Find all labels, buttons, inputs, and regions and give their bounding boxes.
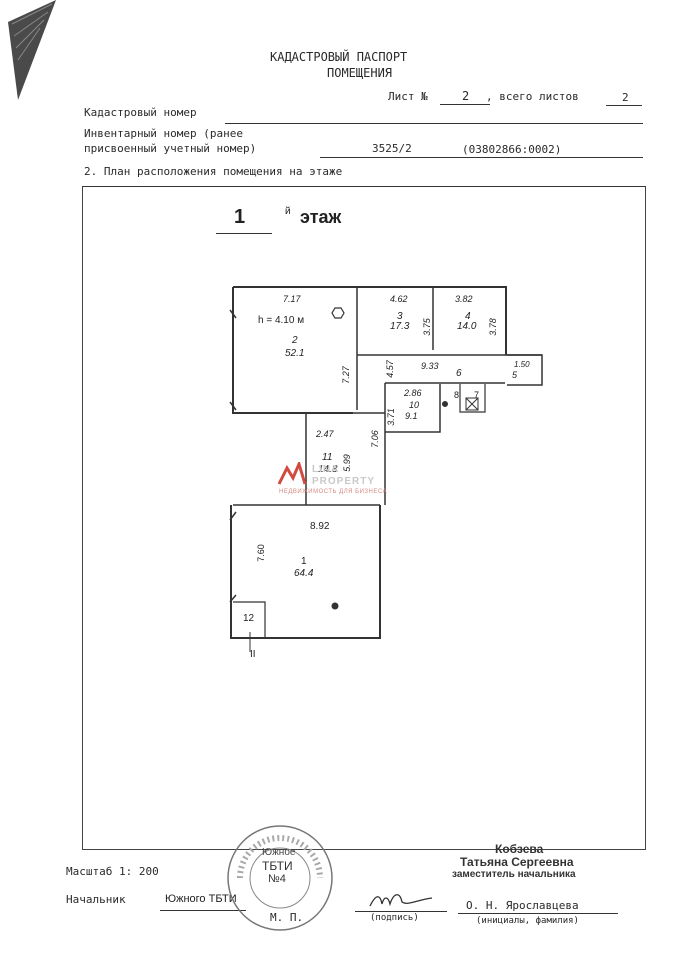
floor-word: этаж [300,207,342,227]
outer-wall [230,505,381,639]
dimension-label: 3.78 [487,318,498,336]
room-area: 9.1 [405,411,418,421]
dimension-label: 2.86 [404,388,422,398]
organization-line [160,910,246,911]
stamp-text-1: Южное [262,847,296,858]
floor-suffix: й [285,206,291,217]
chief-label: Начальник [66,893,126,906]
floor-number: 1 [234,206,246,228]
room-number: 11 [322,452,333,463]
wall-room12 [233,601,266,638]
inventory-code: (03802866:0002) [462,143,562,156]
height-note: h = 4.10 м [258,315,305,326]
sheet-total: 2 [622,91,629,104]
room-number: 10 [409,400,420,410]
organization-name: Южного ТБТИ [165,893,237,905]
chief-name-line [458,913,618,914]
mp-label: М. П. [270,911,304,924]
window-mark [229,309,237,603]
stamp-text-2: ТБТИ [262,859,293,873]
signer-position: заместитель начальника [452,869,576,880]
dimension-label: 3.75 [421,318,432,336]
dimension-label: 4.57 [384,360,395,378]
watermark-brand: LINA PROPERTY [312,464,376,487]
wall-room10 [385,384,441,433]
inventory-value: 3525/2 [372,142,412,155]
room-area: 14.8 [318,464,338,475]
sheet-number-underline [440,104,490,105]
document-subtitle: ПОМЕЩЕНИЯ [327,66,393,80]
room-area: 17.3 [390,321,410,332]
official-stamp [227,825,333,931]
registration-corner-mark [8,0,56,100]
inventory-line [320,157,643,158]
plan-frame [82,186,646,850]
dimension-label: 7.60 [255,544,266,562]
wall-small-rooms [459,384,486,413]
room-number: 12 [243,613,255,624]
outer-wall [233,286,507,355]
cadastral-number-line [225,123,643,124]
scale-label: Масштаб 1: 200 [66,865,159,878]
dimension-label: 7.27 [340,366,351,384]
inventory-label-2: присвоенный учетный номер) [84,142,257,155]
sheet-number: 2 [462,89,470,103]
room-number: 2 [292,335,298,346]
room-number: 3 [397,311,403,322]
dimension-label: 7.17 [283,294,301,304]
signer-surname: Кобзева [495,842,544,856]
document-title: КАДАСТРОВЫЙ ПАСПОРТ [270,50,408,64]
room-number: 8 [454,390,460,400]
watermark-tagline: НЕДВИЖИМОСТЬ ДЛЯ БИЗНЕСА [279,489,388,495]
room-number: 7 [474,390,480,400]
dimension-label: 8.92 [310,521,330,532]
sheet-total-underline [606,105,642,106]
handwritten-signature [369,894,433,907]
dimension-label: 3.82 [455,294,473,304]
sheet-label: Лист № [388,90,428,103]
room-number: 5 [512,370,518,380]
floor-number-underline [216,233,272,234]
stair-symbol [465,397,479,411]
dimension-label: 7.06 [369,430,380,448]
dimension-label: 2.47 [316,429,334,439]
room-number: 4 [465,311,471,322]
watermark-logo-icon [277,462,307,485]
stamp-text-3: №4 [268,873,286,885]
room-area: 64.4 [294,568,314,579]
column-symbol [442,401,448,407]
wall-room5 [507,354,543,386]
dimension-label: 3.71 [385,408,396,426]
sheet-total-label: , всего листов [486,90,579,103]
dimension-label: 9.33 [421,361,439,371]
cadastral-number-label: Кадастровый номер [84,106,197,119]
column-symbol [331,602,339,610]
wall-room11 [305,412,385,505]
room-number: 6 [456,368,462,379]
outer-wall [232,287,353,414]
room-area: 14.0 [457,321,477,332]
signature-caption: (подпись) [370,913,419,923]
inventory-label-1: Инвентарный номер (ранее [84,127,243,140]
room-area: 52.1 [285,348,305,359]
column-symbol [331,307,345,319]
room-number: 1 [301,556,307,567]
dimension-label: 1.50 [514,360,530,369]
signer-name: Татьяна Сергеевна [460,855,574,869]
stair-symbol-lines [465,397,479,411]
axis-mark: II [250,649,256,660]
name-caption: (инициалы, фамилия) [476,916,579,926]
dimension-label: 4.62 [390,294,408,304]
section-title: 2. План расположения помещения на этаже [84,165,343,178]
chief-name: О. Н. Ярославцева [466,899,579,912]
signature-line [355,911,447,912]
